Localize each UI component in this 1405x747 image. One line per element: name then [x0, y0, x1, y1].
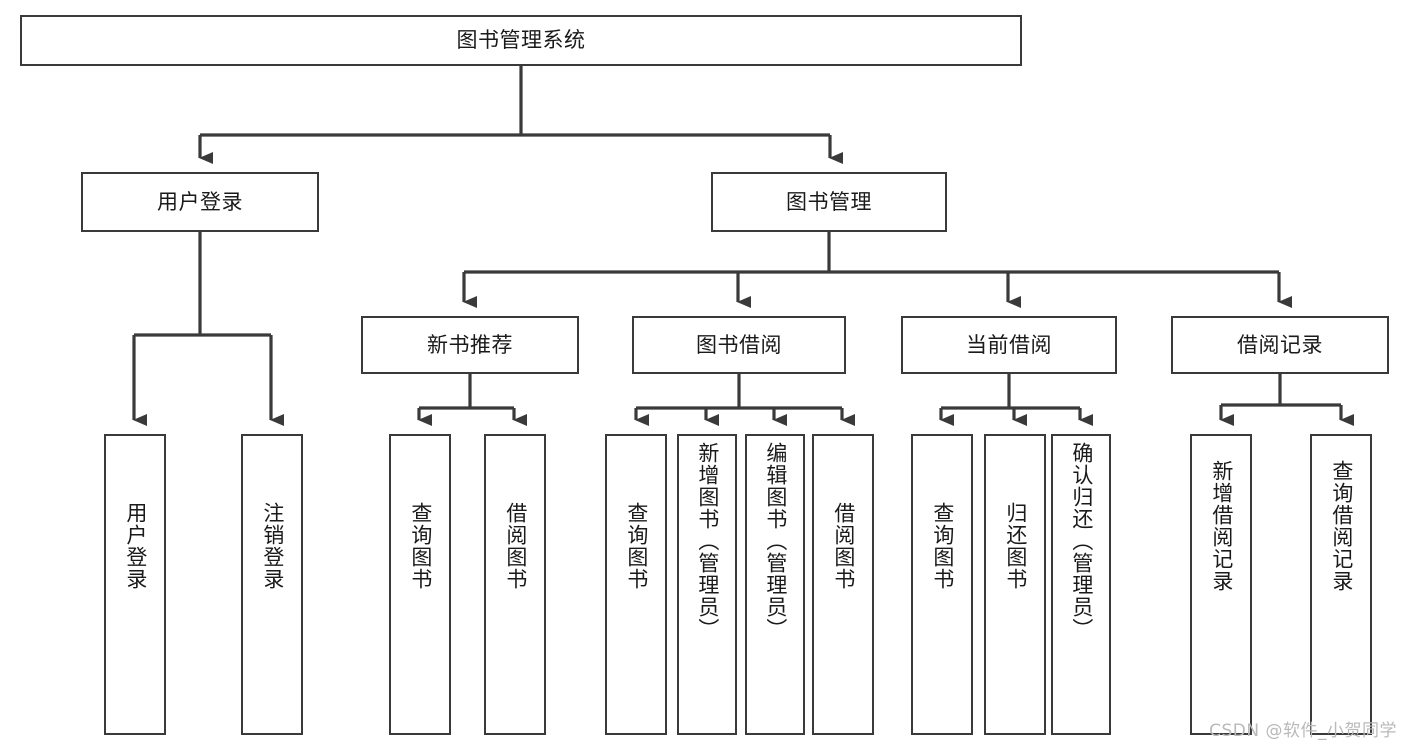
node-leaf-confirm-return-label: 确认归还（管理员）: [1069, 442, 1094, 640]
node-leaf-borrow-book-2[interactable]: 借阅图书: [812, 434, 874, 735]
node-leaf-query-record-label: 查询借阅记录: [1329, 460, 1354, 592]
node-new-book-rec-label: 新书推荐: [427, 332, 513, 357]
node-current-borrow[interactable]: 当前借阅: [901, 316, 1117, 374]
csdn-watermark: CSDN @软件_小贺同学: [1209, 721, 1397, 741]
node-leaf-add-record[interactable]: 新增借阅记录: [1190, 434, 1252, 735]
node-user-login[interactable]: 用户登录: [81, 172, 319, 232]
node-leaf-borrow-book-2-label: 借阅图书: [831, 502, 856, 590]
node-user-login-label: 用户登录: [157, 189, 243, 214]
node-leaf-query-book-2[interactable]: 查询图书: [605, 434, 667, 735]
node-leaf-add-book[interactable]: 新增图书（管理员）: [677, 434, 737, 735]
node-root[interactable]: 图书管理系统: [20, 15, 1022, 66]
node-book-manage[interactable]: 图书管理: [711, 172, 947, 232]
node-leaf-add-record-label: 新增借阅记录: [1209, 460, 1234, 592]
node-leaf-borrow-book-1-label: 借阅图书: [503, 502, 528, 590]
node-leaf-query-book-1[interactable]: 查询图书: [389, 434, 451, 735]
node-borrow-record-label: 借阅记录: [1237, 332, 1323, 357]
node-leaf-return-book[interactable]: 归还图书: [984, 434, 1046, 735]
node-current-borrow-label: 当前借阅: [966, 332, 1052, 357]
node-leaf-add-book-label: 新增图书（管理员）: [695, 442, 720, 640]
node-book-borrow[interactable]: 图书借阅: [632, 316, 846, 374]
node-leaf-query-book-3[interactable]: 查询图书: [911, 434, 973, 735]
node-new-book-rec[interactable]: 新书推荐: [361, 316, 579, 374]
node-leaf-query-book-3-label: 查询图书: [930, 502, 955, 590]
node-leaf-logout[interactable]: 注销登录: [241, 434, 303, 735]
node-book-manage-label: 图书管理: [786, 189, 872, 214]
node-leaf-return-book-label: 归还图书: [1003, 502, 1028, 590]
node-book-borrow-label: 图书借阅: [696, 332, 782, 357]
node-leaf-user-login-label: 用户登录: [123, 502, 148, 590]
node-root-label: 图书管理系统: [456, 28, 586, 53]
node-leaf-user-login[interactable]: 用户登录: [104, 434, 166, 735]
node-leaf-confirm-return[interactable]: 确认归还（管理员）: [1051, 434, 1111, 735]
node-borrow-record[interactable]: 借阅记录: [1171, 316, 1389, 374]
node-leaf-logout-label: 注销登录: [260, 502, 285, 590]
node-leaf-query-book-1-label: 查询图书: [408, 502, 433, 590]
node-leaf-query-book-2-label: 查询图书: [624, 502, 649, 590]
node-leaf-query-record[interactable]: 查询借阅记录: [1310, 434, 1372, 735]
node-leaf-edit-book-label: 编辑图书（管理员）: [763, 442, 788, 640]
node-leaf-edit-book[interactable]: 编辑图书（管理员）: [745, 434, 805, 735]
node-leaf-borrow-book-1[interactable]: 借阅图书: [484, 434, 546, 735]
